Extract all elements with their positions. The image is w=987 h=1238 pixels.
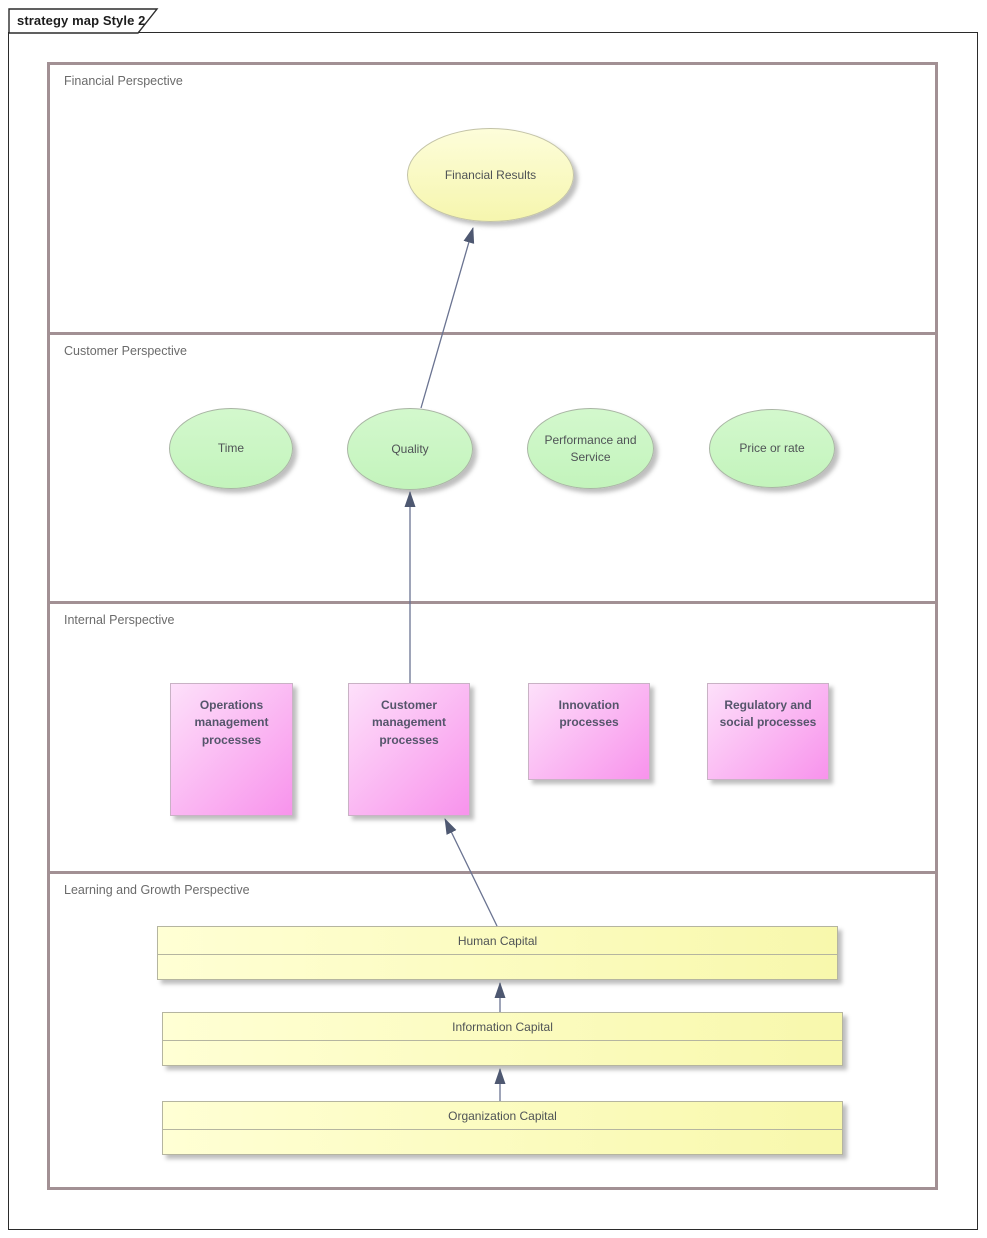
lane-learning-growth-perspective[interactable]: Learning and Growth Perspective (50, 874, 935, 1187)
node-performance-and-service[interactable]: Performance and Service (527, 408, 654, 489)
node-financial-results[interactable]: Financial Results (407, 128, 574, 222)
node-time-label: Time (217, 441, 245, 456)
node-information-capital-label: Information Capital (163, 1013, 842, 1041)
node-human-capital-label: Human Capital (158, 927, 837, 955)
lane-label-learning-growth: Learning and Growth Perspective (64, 883, 250, 897)
lane-label-internal: Internal Perspective (64, 613, 175, 627)
swimlane-container: Financial Perspective Customer Perspecti… (47, 62, 938, 1190)
node-customer-management-label: Customer management processes (371, 698, 447, 747)
node-price-or-rate[interactable]: Price or rate (709, 409, 835, 488)
node-information-capital-compartment (163, 1041, 842, 1066)
node-innovation-label: Innovation processes (558, 698, 620, 730)
lane-label-financial: Financial Perspective (64, 74, 183, 88)
node-organization-capital-compartment (163, 1130, 842, 1155)
node-human-capital-compartment (158, 955, 837, 980)
node-quality-label: Quality (391, 441, 429, 456)
node-operations-management-processes[interactable]: Operations management processes (170, 683, 293, 816)
lane-label-customer: Customer Perspective (64, 344, 187, 358)
node-organization-capital[interactable]: Organization Capital (162, 1101, 843, 1155)
node-performance-and-service-label: Performance and Service (544, 432, 637, 464)
node-quality[interactable]: Quality (347, 408, 473, 490)
lane-customer-perspective[interactable]: Customer Perspective (50, 335, 935, 604)
node-innovation-processes[interactable]: Innovation processes (528, 683, 650, 780)
node-financial-results-label: Financial Results (444, 167, 537, 182)
node-customer-management-processes[interactable]: Customer management processes (348, 683, 470, 816)
node-human-capital[interactable]: Human Capital (157, 926, 838, 980)
node-time[interactable]: Time (169, 408, 293, 489)
node-regulatory-social-label: Regulatory and social processes (719, 698, 817, 730)
diagram-tab-title: strategy map Style 2 (17, 13, 146, 28)
node-operations-management-label: Operations management processes (194, 698, 269, 747)
node-regulatory-social-processes[interactable]: Regulatory and social processes (707, 683, 829, 780)
diagram-frame (8, 32, 978, 1230)
lane-financial-perspective[interactable]: Financial Perspective (50, 65, 935, 335)
node-price-or-rate-label: Price or rate (739, 441, 805, 456)
node-organization-capital-label: Organization Capital (163, 1102, 842, 1130)
node-information-capital[interactable]: Information Capital (162, 1012, 843, 1066)
